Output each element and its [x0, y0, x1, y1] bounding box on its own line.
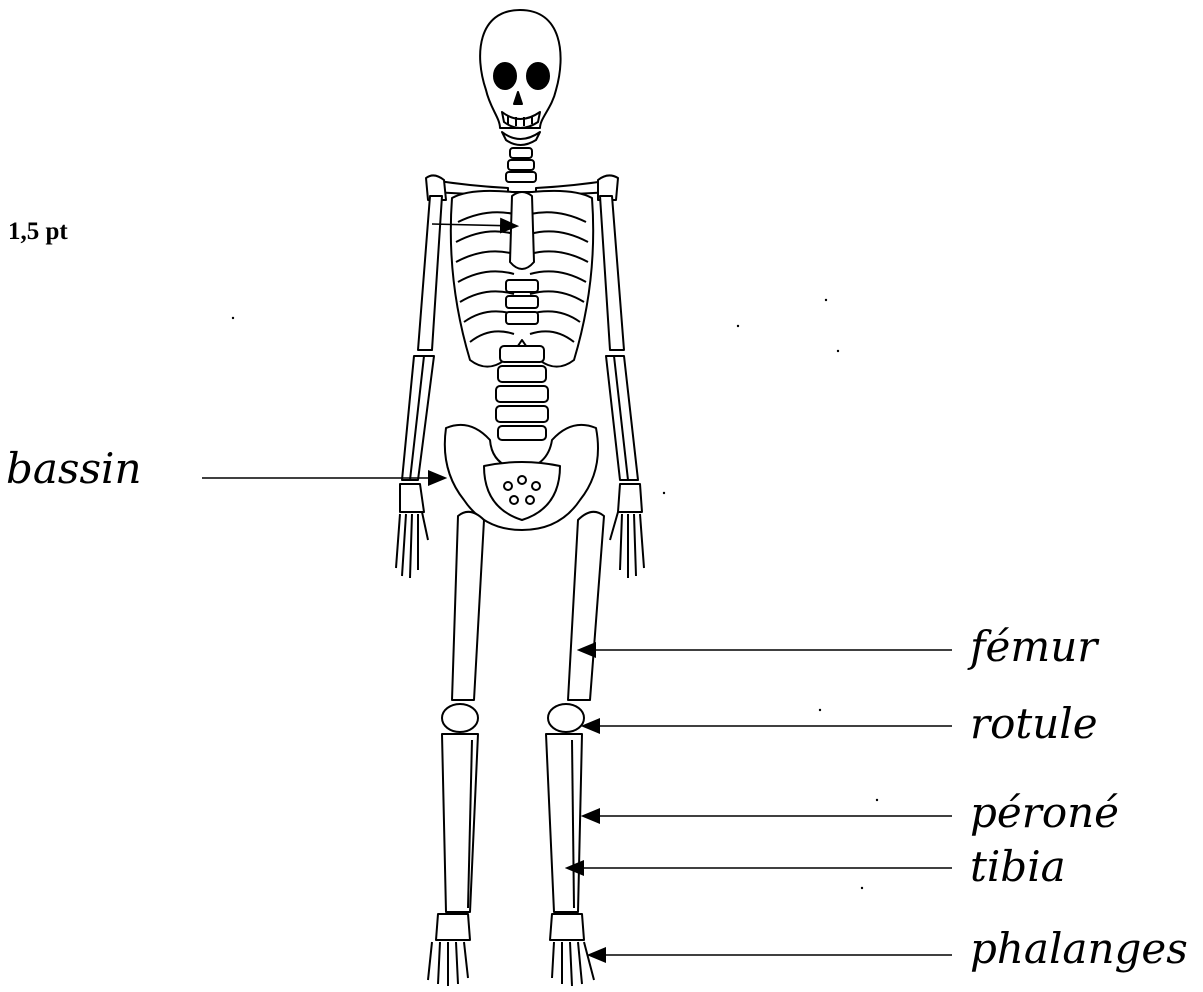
skull — [480, 10, 560, 145]
left-leg — [428, 512, 484, 986]
cervical-vertebrae — [506, 148, 536, 182]
right-leg — [546, 512, 604, 986]
left-arm — [396, 196, 442, 578]
right-arm — [600, 196, 644, 578]
ribcage — [451, 191, 593, 367]
